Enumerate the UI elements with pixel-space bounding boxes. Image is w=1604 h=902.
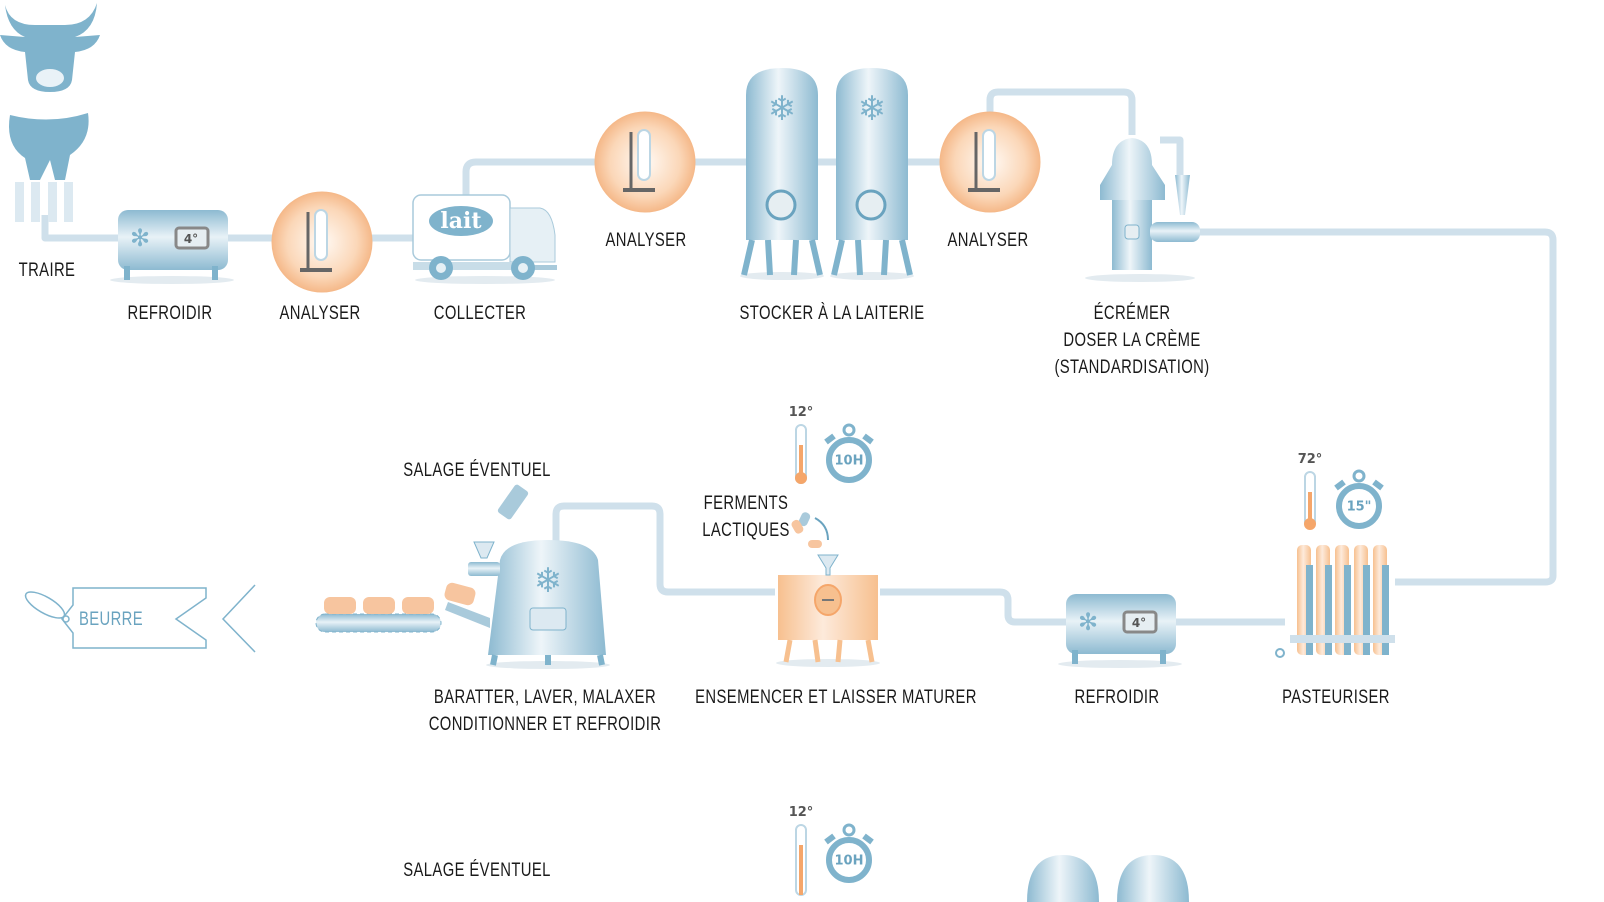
cooler-temp-1: 4°: [183, 232, 199, 246]
label-traire: TRAIRE: [18, 260, 76, 281]
label-ecremer-line2: DOSER LA CRÈME: [1063, 330, 1201, 351]
svg-text:❄: ❄: [534, 563, 563, 600]
svg-text:✻: ✻: [130, 224, 150, 252]
maturation-tank-icon: [776, 512, 880, 667]
butter-tag-icon: [24, 584, 256, 653]
cow-icon: [0, 3, 100, 92]
repeat-time: 10H: [834, 853, 864, 869]
truck-lait-label: lait: [440, 208, 482, 234]
udder-milking-icon: [9, 113, 89, 222]
label-ensemencer: ENSEMENCER ET LAISSER MATURER: [695, 687, 977, 708]
ferments-icon: [791, 512, 829, 548]
label-baratter: BARATTER, LAVER, MALAXER CONDITIONNER ET…: [429, 684, 662, 738]
milk-truck-icon: [412, 194, 557, 284]
maturation-time: 10H: [834, 453, 864, 469]
label-analyser-3: ANALYSER: [947, 230, 1029, 251]
label-ferments-line1: FERMENTS: [703, 493, 789, 514]
svg-text:❄: ❄: [768, 91, 797, 128]
thermometer-icon-12-repeat: [795, 824, 807, 896]
svg-text:✻: ✻: [1078, 610, 1098, 636]
label-ecremer-line3: (STANDARDISATION): [1054, 357, 1210, 378]
analysis-circle-icon-1: [271, 191, 373, 293]
thermometer-icon-72: [1304, 471, 1316, 530]
label-beurre: BEURRE: [78, 609, 144, 630]
pasteurize-time: 15": [1346, 499, 1372, 515]
back-arrow-icon: [221, 584, 256, 653]
label-refroidir-2: REFROIDIR: [1074, 687, 1160, 708]
svg-text:❄: ❄: [858, 91, 887, 128]
label-ferments-line2: LACTIQUES: [702, 520, 790, 541]
churn-machine-icon: ❄: [315, 484, 610, 669]
stopwatch-icon-15s: [1334, 469, 1384, 529]
cream-separator-icon: [1085, 138, 1200, 282]
storage-tank-icon-1: ❄: [740, 68, 824, 280]
label-salage: SALAGE ÉVENTUEL: [403, 460, 551, 481]
cooler-temp-2: 4°: [1131, 616, 1147, 630]
label-ecremer-line1: ÉCRÉMER: [1093, 303, 1171, 324]
stopwatch-icon-10h: [824, 423, 874, 483]
label-analyser-2: ANALYSER: [605, 230, 687, 251]
cooling-tank-icon-2: ✻: [1058, 594, 1182, 668]
storage-tank-tops-repeat: [1027, 855, 1189, 902]
label-ecremer: ÉCRÉMER DOSER LA CRÈME (STANDARDISATION): [1054, 300, 1209, 381]
label-collecter: COLLECTER: [433, 303, 527, 324]
label-ferments: FERMENTS LACTIQUES: [702, 490, 790, 544]
maturation-temp: 12°: [788, 405, 814, 420]
label-stocker: STOCKER À LA LAITERIE: [739, 303, 925, 324]
analysis-circle-icon-3: [939, 111, 1041, 213]
thermometer-icon-12: [795, 424, 807, 484]
pasteurizer-radiator-icon: [1275, 545, 1395, 658]
label-baratter-line2: CONDITIONNER ET REFROIDIR: [428, 714, 662, 735]
repeat-label-salage: SALAGE ÉVENTUEL: [403, 860, 551, 881]
label-baratter-line1: BARATTER, LAVER, MALAXER: [433, 687, 657, 708]
label-pasteuriser: PASTEURISER: [1282, 687, 1390, 708]
pasteurize-temp: 72°: [1297, 452, 1323, 467]
conveyor-belt-icon: [315, 597, 442, 633]
storage-tank-icon-2: ❄: [830, 68, 914, 280]
stopwatch-icon-10h-repeat: [824, 823, 874, 883]
analysis-circle-icon-2: [594, 111, 696, 213]
label-analyser-1: ANALYSER: [279, 303, 361, 324]
cooling-tank-icon: ✻: [110, 210, 234, 284]
label-refroidir-1: REFROIDIR: [127, 303, 213, 324]
repeat-temp: 12°: [788, 805, 814, 820]
